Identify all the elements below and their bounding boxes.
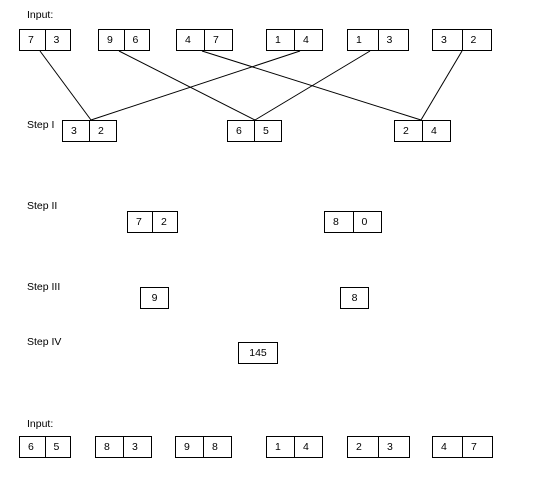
pair-cell: 2 <box>356 441 362 453</box>
pair-cell: 3 <box>441 34 447 46</box>
pair-cell: 7 <box>28 34 34 46</box>
pair-cell: 9 <box>107 34 113 46</box>
pair-cell: 4 <box>422 121 450 141</box>
value-cell: 9 <box>151 292 158 304</box>
pair-cell: 5 <box>254 121 281 141</box>
pair-cell: 0 <box>352 212 382 232</box>
input-bottom-pair-1: 6 5 <box>19 436 71 458</box>
input-top-pair-1: 7 3 <box>19 29 71 51</box>
input-top-pair-4: 1 4 <box>266 29 323 51</box>
step-3-box-2: 8 <box>340 287 369 309</box>
step-3-box-1: 9 <box>140 287 169 309</box>
pair-cell: 2 <box>152 212 177 232</box>
pair-cell: 6 <box>28 441 34 453</box>
input-bottom-pair-3: 9 8 <box>175 436 232 458</box>
input-bottom-label: Input: <box>27 418 54 430</box>
pair-cell: 3 <box>123 437 151 457</box>
step-1-pair-2: 6 5 <box>227 120 282 142</box>
step-4-label: Step IV <box>27 336 62 348</box>
pair-cell: 7 <box>204 30 232 50</box>
input-top-pair-6: 3 2 <box>432 29 492 51</box>
connector-line <box>90 50 301 121</box>
pair-cell: 8 <box>104 441 110 453</box>
step-1-pair-1: 3 2 <box>62 120 117 142</box>
input-bottom-pair-5: 2 3 <box>347 436 410 458</box>
input-bottom-pair-2: 8 3 <box>95 436 152 458</box>
input-bottom-pair-6: 4 7 <box>432 436 493 458</box>
pair-cell: 5 <box>44 437 71 457</box>
connector-line <box>118 50 256 121</box>
pair-cell: 8 <box>203 437 231 457</box>
step-1-pair-3: 2 4 <box>394 120 451 142</box>
input-bottom-pair-4: 1 4 <box>266 436 323 458</box>
pair-cell: 1 <box>275 34 281 46</box>
connector-line <box>201 50 422 121</box>
pair-cell: 1 <box>275 441 281 453</box>
pair-cell: 9 <box>184 441 190 453</box>
pair-cell: 8 <box>333 216 339 228</box>
pair-cell: 2 <box>461 30 492 50</box>
step-4-result-box: 145 <box>238 342 278 364</box>
pair-cell: 4 <box>294 437 322 457</box>
pair-cell: 4 <box>185 34 191 46</box>
value-cell: 8 <box>351 292 358 304</box>
connector-line <box>420 50 463 121</box>
pair-cell: 2 <box>403 125 409 137</box>
step-2-pair-2: 8 0 <box>324 211 382 233</box>
pair-cell: 2 <box>89 121 116 141</box>
step-2-pair-1: 7 2 <box>127 211 178 233</box>
pair-cell: 6 <box>123 30 150 50</box>
input-top-pair-2: 9 6 <box>98 29 150 51</box>
input-top-label: Input: <box>27 9 54 21</box>
pair-cell: 3 <box>377 30 409 50</box>
result-cell: 145 <box>249 347 267 359</box>
pair-cell: 7 <box>136 216 142 228</box>
pair-cell: 3 <box>44 30 71 50</box>
pair-cell: 6 <box>236 125 242 137</box>
pair-cell: 3 <box>71 125 77 137</box>
step-1-label: Step I <box>27 119 55 131</box>
input-top-pair-5: 1 3 <box>347 29 409 51</box>
connector-line <box>39 50 92 121</box>
pair-cell: 7 <box>462 437 492 457</box>
pair-cell: 4 <box>441 441 447 453</box>
pair-cell: 4 <box>294 30 322 50</box>
input-top-pair-3: 4 7 <box>176 29 233 51</box>
step-3-label: Step III <box>27 281 61 293</box>
step-2-label: Step II <box>27 200 58 212</box>
pair-cell: 1 <box>356 34 362 46</box>
pair-cell: 3 <box>378 437 409 457</box>
